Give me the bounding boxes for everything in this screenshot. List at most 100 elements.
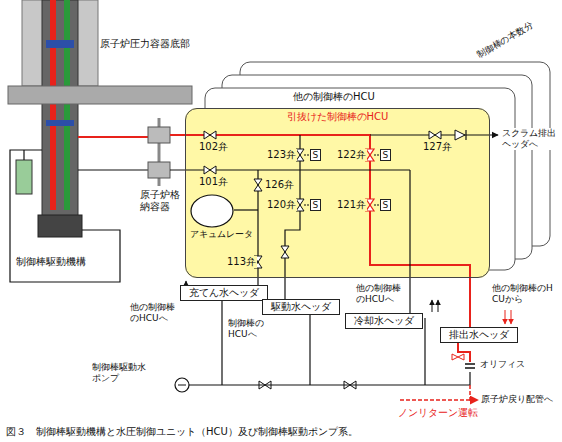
reactor-vessel-bottom-part: [38, 215, 82, 237]
solenoid-mark: S: [313, 150, 319, 160]
containment-wall: [148, 118, 170, 186]
part-label: 123弁: [266, 149, 297, 161]
exhaust-return-part: [465, 364, 475, 368]
part-label: 他の制御棒のHCUへ: [130, 302, 178, 324]
other-hcu-arrows-part: [432, 300, 433, 312]
check-valve-part: [465, 130, 466, 140]
part-label: 113弁: [226, 256, 257, 268]
part-label: ノンリターン運転: [398, 407, 478, 419]
reactor-vessel-bottom-part: [46, 40, 74, 48]
solenoid-box: S: [310, 199, 322, 211]
pump-line-part: [189, 372, 470, 385]
part-label: 制御棒駆動水ポンプ: [92, 362, 154, 384]
valve-symbol-part: [296, 199, 304, 211]
pump-line-part: [175, 378, 189, 392]
part-label: 102弁: [198, 141, 229, 153]
pipe-connector: [257, 278, 258, 285]
part-label: 制御棒の本数分: [475, 20, 535, 61]
containment-wall-part: [148, 162, 170, 178]
header-box: 冷却水ヘッダ: [345, 313, 423, 329]
hcu-piping: [170, 135, 498, 278]
part-label: オリフィス: [480, 359, 525, 370]
node-label: 他の制御棒のHCU: [205, 88, 515, 103]
solenoid-mark: S: [383, 200, 389, 210]
other-hcu-arrows-part: [511, 310, 512, 324]
hcu-piping-part: [304, 155, 380, 205]
containment-wall-part: [148, 127, 170, 143]
node-label: 冷却水ヘッダ: [354, 315, 414, 327]
exhaust-return-part: [400, 399, 478, 401]
valve-symbol: [204, 131, 441, 389]
part-label: 122弁: [336, 149, 367, 161]
valve-symbol-part: [296, 149, 304, 161]
solenoid-mark: S: [383, 150, 389, 160]
pump-line-part: [424, 318, 425, 385]
exhaust-return-part: [470, 385, 478, 400]
hcu-fill: [185, 108, 490, 278]
reactor-vessel-bottom-part: [46, 120, 74, 126]
pump-line-part: [309, 304, 310, 385]
other-hcu-arrows-part: [505, 310, 506, 324]
header-box: 充てん水ヘッダ: [180, 285, 268, 301]
other-hcu-arrows-part: [438, 300, 439, 312]
pump-line: [175, 290, 470, 392]
pump-line-part: [221, 290, 222, 385]
valve-symbol-part: [204, 166, 216, 174]
drive-piping-part: [78, 136, 150, 138]
solenoid-mark: S: [313, 200, 319, 210]
pump-line-part: [178, 385, 186, 386]
solenoid-box: S: [380, 199, 392, 211]
solenoid-box: S: [310, 149, 322, 161]
part-label: 121弁: [336, 199, 367, 211]
node-label: 引抜けた制御棒のHCU: [186, 109, 489, 123]
part-label: 原子炉圧力容器底部: [100, 38, 190, 50]
drive-piping-part: [23, 150, 24, 160]
valve-symbol-part: [204, 131, 216, 139]
reactor-vessel-bottom-part: [42, 0, 78, 220]
accumulator-vessel: [189, 193, 235, 229]
solenoid-box: S: [380, 149, 392, 161]
valve-symbol-part: [429, 131, 441, 139]
node-label: 排出水ヘッダ: [449, 329, 509, 341]
part-label: スクラム排出ヘッダへ: [501, 128, 561, 150]
part-label: 127弁: [422, 141, 453, 153]
drive-piping-part: [78, 169, 150, 170]
exhaust-return-part: [452, 354, 464, 360]
valve-symbol-part: [254, 179, 262, 191]
reactor-vessel-bottom-part: [16, 160, 32, 194]
check-valve: [455, 130, 466, 140]
part-label: 制御棒のHCUへ: [228, 318, 268, 340]
accumulator-outline: [191, 195, 233, 227]
valve-symbol-part: [366, 199, 374, 211]
header-box: 駆動水ヘッダ: [262, 299, 340, 315]
node-label: 駆動水ヘッダ: [271, 301, 331, 313]
pipe-connector: [409, 278, 410, 313]
exhaust-return: [400, 338, 478, 400]
node-label: 充てん水ヘッダ: [189, 287, 259, 299]
part-label: 他の制御棒のHCUから: [492, 283, 554, 305]
part-label: 制御棒駆動機構: [16, 256, 86, 268]
hcu-fill-part: [185, 108, 490, 278]
header-box: 排出水ヘッダ: [440, 327, 518, 343]
pipe-connector: [284, 278, 285, 299]
reactor-vessel-bottom: [8, 0, 192, 237]
part-label: 原子炉戻り配管へ: [481, 394, 553, 405]
pipe-connector: [469, 278, 471, 327]
part-label: 126弁: [264, 179, 295, 191]
figure-caption: 図３ 制御棒駆動機構と水圧制御ユニット（HCU）及び制御棒駆動ポンプ系。: [6, 426, 358, 438]
part-label: 101弁: [198, 176, 229, 188]
hcu-box: 引抜けた制御棒のHCU S S S S アキュムレータ: [185, 108, 490, 278]
part-label: 原子炉格納容器: [140, 189, 184, 213]
reactor-vessel-bottom-part: [64, 0, 70, 210]
part-label: 他の制御棒のHCUへ: [356, 283, 406, 305]
part-label: 120弁: [266, 199, 297, 211]
node-label: アキュムレータ: [189, 229, 254, 240]
valve-symbol-part: [281, 246, 289, 258]
hcu-piping-part: [234, 209, 258, 210]
check-valve-part: [455, 130, 465, 140]
reactor-vessel-bottom-part: [50, 0, 56, 210]
hcu-piping-part: [409, 170, 410, 278]
valve-symbol-part: [366, 149, 374, 161]
